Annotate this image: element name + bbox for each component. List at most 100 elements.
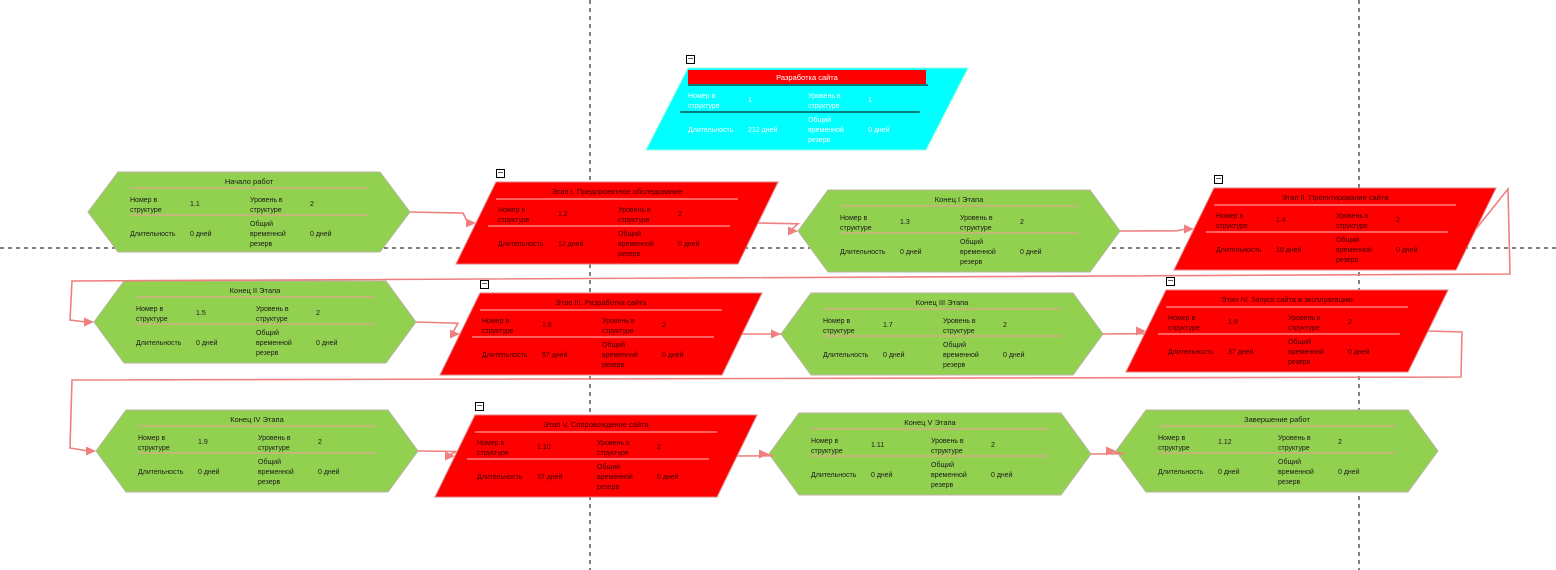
node-title: Этап IV. Запуск сайта в эксплуатацию (1221, 295, 1353, 304)
task-node-6-collapse-button[interactable]: − (480, 279, 489, 289)
level-value: 2 (316, 310, 320, 317)
duration-value: 0 дней (190, 231, 212, 238)
reserve-value: 0 дней (991, 472, 1013, 479)
connector-arrow-4 (450, 329, 460, 339)
num-label: Номер в структуре (498, 207, 530, 224)
root-node-shape[interactable] (645, 67, 969, 151)
reserve-label: Общий временной резерв (258, 459, 294, 486)
duration-value: 212 дней (748, 127, 778, 134)
num-value: 1.1 (190, 201, 200, 208)
reserve-label: Общий временной резерв (1288, 339, 1324, 366)
level-label: Уровень в структуре (256, 306, 289, 323)
num-label: Номер в структуре (823, 318, 855, 335)
level-value: 2 (991, 442, 995, 449)
level-label: Уровень в структуре (960, 215, 993, 232)
connector-wrap-1 (69, 186, 1511, 323)
duration-label: Длительность (130, 231, 176, 238)
root-collapse-button[interactable]: − (686, 54, 695, 64)
duration-label: Длительность (477, 474, 523, 481)
task-node-8-shape[interactable] (1125, 289, 1449, 373)
reserve-label: Общий временной резерв (256, 330, 292, 357)
task-node-10-shape[interactable] (434, 414, 758, 498)
duration-label: Длительность (1168, 349, 1214, 356)
node-title: Конец IV Этапа (230, 415, 284, 424)
num-value: 1.6 (542, 322, 552, 329)
num-value: 1.8 (1228, 319, 1238, 326)
task-node-2-collapse-button[interactable]: − (496, 168, 505, 178)
num-value: 1.3 (900, 219, 910, 226)
connector-arrow-9 (1106, 446, 1116, 456)
reserve-label: Общий временной резерв (931, 462, 967, 489)
level-label: Уровень в структуре (258, 435, 291, 452)
duration-label: Длительность (1158, 469, 1204, 476)
duration-value: 0 дней (883, 352, 905, 359)
num-label: Номер в структуре (130, 197, 162, 214)
connector-arrow-7 (445, 451, 455, 461)
level-label: Уровень в структуре (597, 440, 630, 457)
num-value: 1.5 (196, 310, 206, 317)
num-value: 1.12 (1218, 439, 1232, 446)
level-value: 2 (1396, 217, 1400, 224)
node-title: Конец III Этапа (915, 298, 969, 307)
reserve-value: 0 дней (316, 340, 338, 347)
connector-arrow-2 (788, 226, 798, 236)
duration-value: 37 дней (537, 474, 563, 481)
level-value: 2 (1003, 322, 1007, 329)
node-title: Конец II Этапа (229, 286, 281, 295)
level-value: 2 (1338, 439, 1342, 446)
duration-value: 0 дней (900, 249, 922, 256)
node-title: Завершение работ (1244, 415, 1310, 424)
num-label: Номер в структуре (136, 306, 168, 323)
level-label: Уровень в структуре (1336, 213, 1369, 230)
task-node-4-shape[interactable] (1173, 187, 1497, 271)
task-node-4-collapse-button[interactable]: − (1214, 174, 1223, 184)
connector-arrow-6 (1136, 326, 1146, 336)
connector-wrap-arrow-1 (84, 317, 94, 327)
num-value: 1.11 (871, 442, 885, 449)
duration-label: Длительность (688, 127, 734, 134)
connector-arrow-8 (759, 449, 769, 459)
connector-arrow-5 (771, 329, 781, 339)
task-node-1-shape[interactable] (87, 171, 411, 253)
num-label: Номер в структуре (840, 215, 872, 232)
reserve-value: 0 дней (1348, 349, 1370, 356)
level-value: 2 (310, 201, 314, 208)
connector-2 (757, 222, 801, 232)
connector-arrow-1 (466, 218, 476, 228)
duration-value: 37 дней (1228, 349, 1254, 356)
duration-value: 12 дней (558, 241, 584, 248)
num-label: Номер в структуре (477, 440, 509, 457)
reserve-value: 0 дней (318, 469, 340, 476)
reserve-label: Общий временной резерв (943, 342, 979, 369)
task-node-6-shape[interactable] (439, 292, 763, 376)
task-node-10-collapse-button[interactable]: − (475, 401, 484, 411)
duration-label: Длительность (136, 340, 182, 347)
reserve-label: Общий временной резерв (960, 239, 996, 266)
level-value: 2 (678, 211, 682, 218)
level-value: 2 (318, 439, 322, 446)
level-label: Уровень в структуре (931, 438, 964, 455)
num-value: 1.7 (883, 322, 893, 329)
num-label: Номер в структуре (811, 438, 843, 455)
reserve-label: Общий временной резерв (250, 221, 286, 248)
num-label: Номер в структуре (1168, 315, 1200, 332)
node-title: Конец I Этапа (934, 195, 984, 204)
node-title: Разработка сайта (776, 73, 838, 82)
num-label: Номер в структуре (688, 93, 720, 110)
level-label: Уровень в структуре (943, 318, 976, 335)
duration-value: 0 дней (1218, 469, 1240, 476)
reserve-label: Общий временной резерв (1278, 459, 1314, 486)
task-node-2-shape[interactable] (455, 181, 779, 265)
level-label: Уровень в структуре (618, 207, 651, 224)
task-node-8-collapse-button[interactable]: − (1166, 276, 1175, 286)
